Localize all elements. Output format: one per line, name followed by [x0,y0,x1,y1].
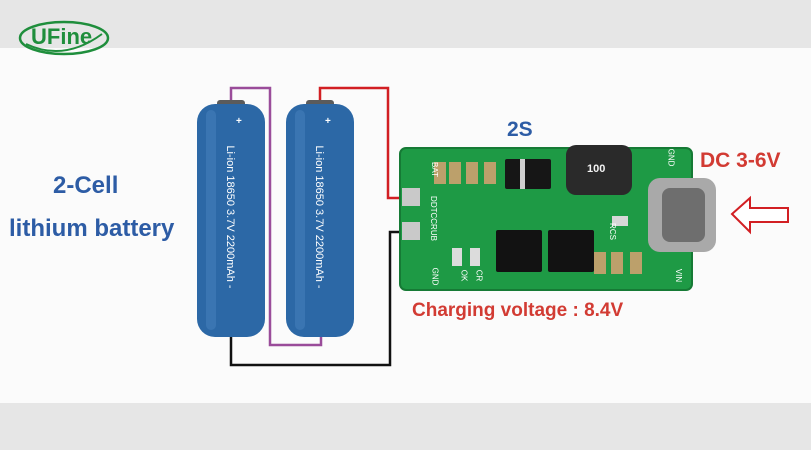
battery-label-line1: 2-Cell [53,172,119,199]
gnd-left-label: GND [430,267,440,286]
pcb-model-label: DDTCCRUB [428,196,438,241]
battery-cell-1 [197,100,265,337]
bat-label: BAT [429,162,439,177]
top-band [0,0,811,48]
input-voltage-label: DC 3-6V [700,149,781,172]
series-label: 2S [507,118,533,141]
inductor-value: 100 [587,163,606,175]
battery-cell-2 [286,100,354,337]
series-wire [229,86,323,347]
cell-2-plus: + [325,116,331,127]
positive-wire [318,86,404,200]
ufine-logo [18,20,110,56]
cell-1-plus: + [236,116,242,127]
bottom-band [0,403,811,450]
vin-label: VIN [674,268,684,283]
battery-label-line2: lithium battery [9,215,175,242]
cell-1-text: Li-ion 18650 3.7V 2200mAh - [224,145,236,289]
rcs-label: RCS [607,223,617,240]
charger-pcb [399,145,789,291]
charging-voltage-label: Charging voltage : 8.4V [412,300,624,321]
cell-2-text: Li-ion 18650 3.7V 2200mAh - [313,145,325,289]
cr-label: CR [474,269,484,282]
negative-wire [229,230,405,367]
input-arrow [730,195,789,235]
ok-label: OK [459,269,469,282]
gnd-right-label: GND [666,148,676,167]
logo-text: UFine [31,24,93,49]
